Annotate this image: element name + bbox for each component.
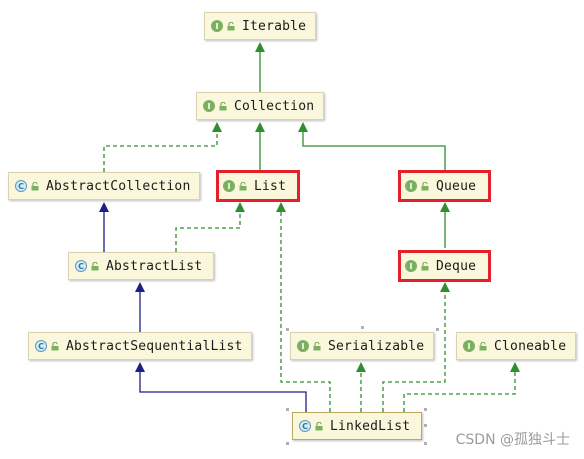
lock-open-icon [313,341,321,350]
edge-linkedlist-deque [382,286,446,412]
node-label: AbstractSequentialList [66,338,243,354]
interface-icon: I [405,180,417,192]
selection-handle[interactable] [436,328,439,331]
node-linked-list[interactable]: C LinkedList [292,412,422,440]
lock-open-icon [421,181,429,190]
node-collection[interactable]: I Collection [196,92,324,120]
edge-abstractlist-list [175,206,241,252]
lock-open-icon [315,421,323,430]
lock-open-icon [51,341,59,350]
node-label: AbstractCollection [46,178,191,194]
node-abstract-sequential-list[interactable]: C AbstractSequentialList [28,332,252,360]
node-label: Cloneable [494,338,567,354]
interface-icon: I [297,340,309,352]
selection-handle[interactable] [424,408,427,411]
node-abstract-collection[interactable]: C AbstractCollection [8,172,200,200]
node-label: Queue [436,178,477,194]
arrowhead-abstractlist [135,282,145,292]
node-abstract-list[interactable]: C AbstractList [68,252,214,280]
arrowhead-iterable [255,42,265,52]
arrowhead-abstractsequentiallist [135,362,145,372]
selection-handle[interactable] [286,328,289,331]
arrowhead-collection-mid [255,122,265,132]
lock-open-icon [91,261,99,270]
arrowhead-deque [440,282,450,292]
interface-icon: I [211,20,223,32]
arrowhead-list-right [276,202,286,212]
interface-icon: I [405,260,417,272]
node-serializable[interactable]: I Serializable [290,332,434,360]
interface-icon: I [463,340,475,352]
class-icon: C [299,420,311,432]
watermark: CSDN @孤独斗士 [455,432,570,448]
edge-linkedlist-list [280,206,331,412]
edge-abstractcollection-collection [103,124,218,172]
arrowhead-abstractcollection [99,202,109,212]
lock-open-icon [227,21,235,30]
abstract-class-icon: C [75,260,87,272]
lock-open-icon [421,261,429,270]
arrowhead-cloneable [510,362,520,372]
interface-icon: I [203,100,215,112]
node-label: LinkedList [330,418,411,434]
node-label: Deque [436,258,477,274]
lock-open-icon [239,181,247,190]
node-label: Serializable [328,338,425,354]
arrowhead-collection-left [212,122,222,132]
abstract-class-icon: C [35,340,47,352]
edge-linkedlist-abstractsequentiallist [139,364,307,412]
node-label: AbstractList [106,258,203,274]
edge-queue-collection [302,124,446,172]
node-queue[interactable]: I Queue [398,170,491,202]
lock-open-icon [219,101,227,110]
edge-linkedlist-cloneable [403,364,516,412]
node-label: Iterable [242,18,307,34]
arrowhead-queue [440,202,450,212]
selection-handle[interactable] [361,326,364,329]
lock-open-icon [31,181,39,190]
arrowhead-serializable [356,362,366,372]
selection-handle[interactable] [286,442,289,445]
node-list[interactable]: I List [216,170,300,202]
lock-open-icon [479,341,487,350]
node-deque[interactable]: I Deque [398,250,491,282]
arrowhead-collection-right [298,122,308,132]
selection-handle[interactable] [424,424,427,427]
selection-handle[interactable] [286,408,289,411]
interface-icon: I [223,180,235,192]
node-iterable[interactable]: I Iterable [204,12,316,40]
node-label: Collection [234,98,315,114]
node-label: List [254,178,287,194]
selection-handle[interactable] [424,442,427,445]
abstract-class-icon: C [15,180,27,192]
node-cloneable[interactable]: I Cloneable [456,332,576,360]
arrowhead-list-left [235,202,245,212]
